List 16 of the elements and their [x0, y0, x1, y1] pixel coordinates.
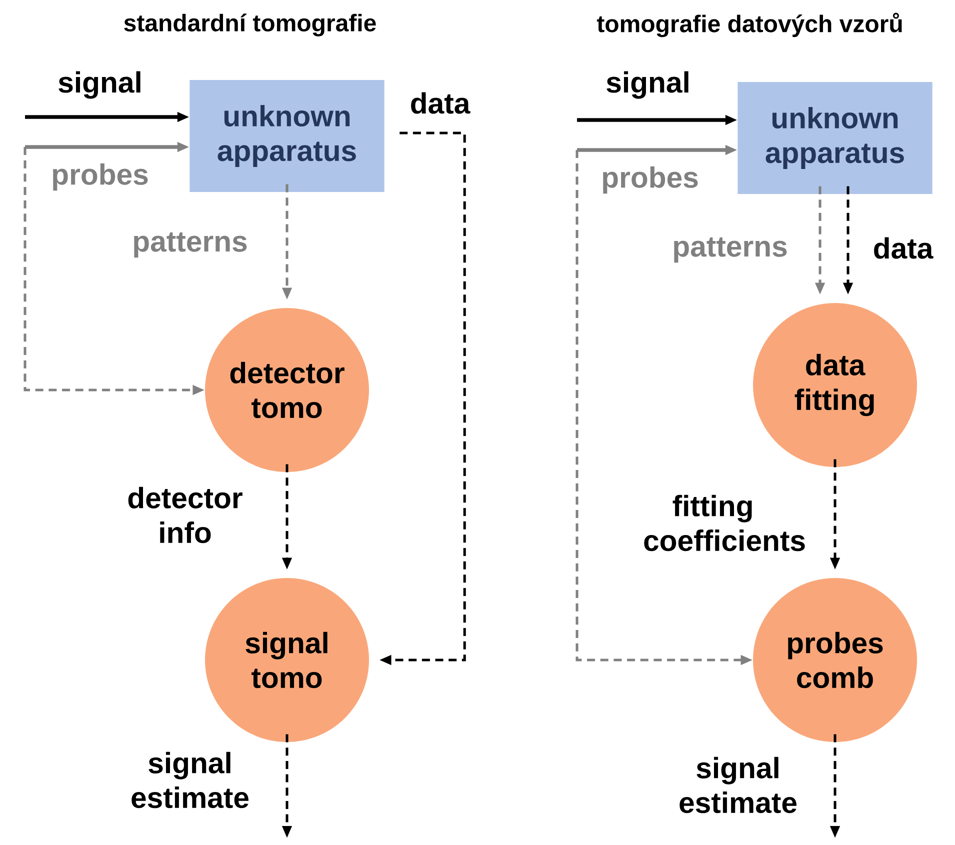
- edge-label: probes: [600, 165, 700, 195]
- edge-label: signal: [56, 70, 144, 100]
- edge-label: signal: [604, 70, 692, 100]
- edge-label: data: [408, 90, 472, 116]
- edge-label: signal estimate: [114, 750, 266, 810]
- heading: tomografie datových vzorů: [596, 12, 902, 38]
- edge-label: probes: [50, 162, 150, 192]
- edge-label: detector info: [119, 486, 251, 544]
- apparatus-box: unknown apparatus: [190, 80, 384, 192]
- edge-label: signal estimate: [662, 756, 814, 814]
- edge-label: patterns: [130, 231, 250, 259]
- edge-label: patterns: [670, 236, 790, 264]
- heading: standardní tomografie: [124, 14, 376, 36]
- edge-label: data: [872, 236, 934, 260]
- edge-label: fitting coefficients: [642, 494, 805, 552]
- apparatus-box: unknown apparatus: [738, 82, 932, 194]
